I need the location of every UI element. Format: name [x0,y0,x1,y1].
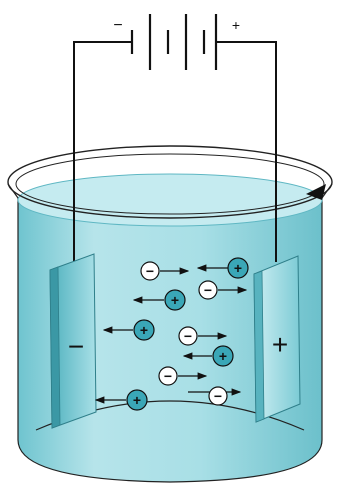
battery [130,14,218,70]
svg-text:−: − [214,388,222,404]
svg-text:+: + [133,392,141,408]
cation: + [102,319,155,341]
cation: + [132,289,186,311]
svg-text:−: − [204,282,212,298]
svg-text:−: − [146,263,154,279]
wires [73,41,277,262]
cation: + [94,389,148,411]
anion: − [158,366,208,386]
svg-text:+: + [171,292,179,308]
ions: − + + − + − [94,257,249,411]
beaker-spout [306,184,326,200]
anode [253,255,301,423]
svg-text:−: − [164,368,172,384]
svg-text:−: − [184,328,192,344]
anion: − [178,326,228,346]
wire-right [216,41,277,262]
anion: − [188,386,242,406]
svg-text:+: + [234,260,242,276]
cathode [49,253,97,429]
svg-text:+: + [140,322,148,338]
beaker-rim [7,145,333,219]
beaker-rim-inner [15,153,325,215]
anion: − [198,280,248,300]
anode-sign: + [272,329,288,360]
battery-positive-label: + [232,17,240,33]
anion: − [140,261,190,281]
svg-text:+: + [219,348,227,364]
cathode-sign: − [68,331,84,362]
cation: + [196,257,249,279]
battery-negative-label: − [113,17,122,34]
cation: + [182,345,234,367]
wire-left [73,41,132,262]
